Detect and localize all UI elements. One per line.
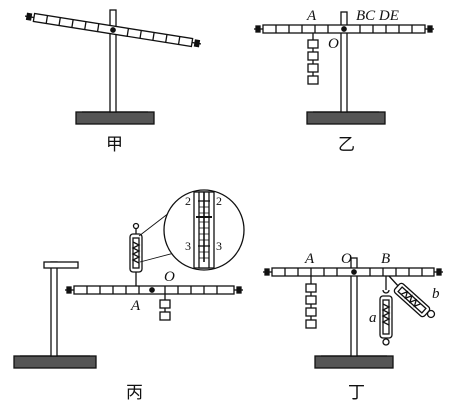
hook-weights	[307, 33, 319, 85]
caption-yi: 乙	[338, 135, 355, 155]
scale-left-top: 2	[185, 194, 191, 208]
spring-scale-a	[379, 276, 393, 346]
stand-pole	[350, 257, 358, 357]
stand-base	[306, 111, 386, 125]
label-O: O	[341, 251, 352, 267]
label-A: A	[306, 8, 317, 24]
pivot	[110, 27, 116, 33]
stand-pole	[340, 11, 348, 113]
label-O: O	[328, 36, 339, 52]
hook-weights	[159, 294, 171, 321]
panel-ding: A O B a b 丁	[263, 251, 443, 403]
spring-scale-b	[388, 275, 436, 319]
stand-base	[13, 355, 97, 369]
spring-scale	[129, 222, 143, 286]
stand-pole	[50, 261, 58, 357]
magnified-scale	[163, 189, 245, 271]
label-A: A	[304, 251, 315, 267]
pivot	[351, 269, 357, 275]
panel-jia: 甲	[24, 9, 202, 155]
scale-right-top: 2	[216, 194, 222, 208]
stand-base	[75, 111, 155, 125]
panel-yi: A O BC DE 乙	[254, 8, 434, 155]
hook-weights	[305, 276, 317, 329]
caption-jia: 甲	[106, 135, 123, 155]
label-A: A	[130, 298, 141, 314]
label-BCDE: BC DE	[356, 8, 399, 24]
stand-base	[314, 355, 394, 369]
label-b: b	[432, 286, 440, 302]
scale-right-bottom: 3	[216, 239, 222, 253]
label-a: a	[369, 310, 377, 326]
stand-arm	[43, 261, 79, 269]
panel-bing: 2 3 2 3 A O 丙	[13, 189, 245, 403]
scale-left-bottom: 3	[185, 239, 191, 253]
stand-pole	[109, 9, 117, 113]
pivot	[341, 26, 347, 32]
label-O: O	[164, 269, 175, 285]
pivot	[149, 287, 155, 293]
caption-bing: 丙	[126, 383, 143, 403]
label-B: B	[381, 251, 390, 267]
caption-ding: 丁	[348, 383, 365, 403]
